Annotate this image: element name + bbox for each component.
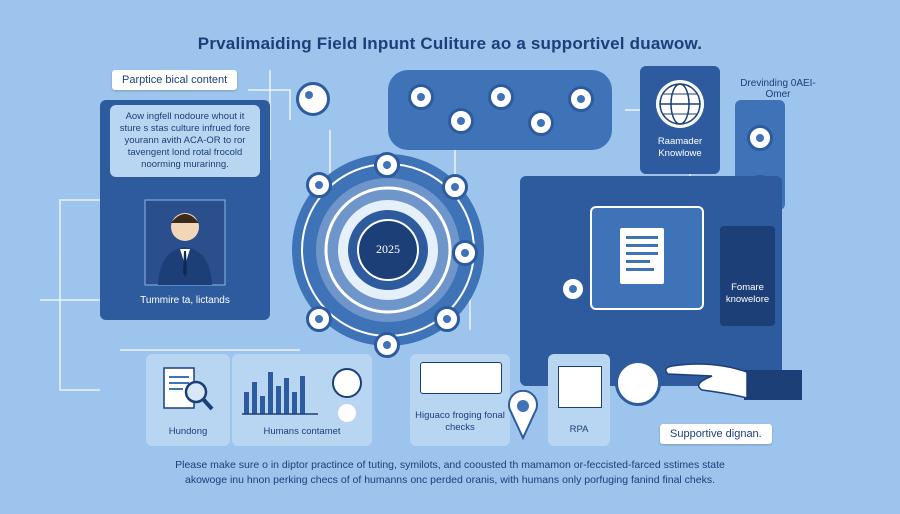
globe-icon bbox=[654, 78, 706, 130]
flow-node-5 bbox=[568, 86, 594, 112]
card-rpa-label: RPA bbox=[569, 424, 589, 435]
left-text-box: Aow ingfell nodoure whout it sture s sta… bbox=[110, 105, 260, 177]
footer-line-2: akowoge inu hnon perking checs of of hum… bbox=[185, 474, 715, 486]
card-final-checks-label: Higuaco froging fonal checks bbox=[415, 410, 505, 433]
location-pin-icon bbox=[508, 389, 538, 441]
signal-node-icon bbox=[615, 360, 661, 406]
support-tag: Supportive dignan. bbox=[660, 424, 772, 444]
gear-node-icon bbox=[296, 82, 330, 116]
user-avatar-icon bbox=[332, 368, 362, 398]
card-final-checks: Higuaco froging fonal checks bbox=[410, 354, 510, 446]
wifi-icon bbox=[338, 404, 356, 422]
cycle-node-lower-right bbox=[434, 306, 460, 332]
left-panel-caption: Tummire ta, lictands bbox=[140, 295, 230, 306]
cycle-node-upper-right bbox=[442, 174, 468, 200]
bar-chart-icon bbox=[240, 362, 320, 418]
doc-caption-card: Fomare knowelore bbox=[720, 226, 775, 326]
cycle-node-upper-left bbox=[306, 172, 332, 198]
page-title: Prvalimaiding Field Inpunt Culiture ао a… bbox=[197, 34, 703, 53]
footer-text: Please make sure o in diptor practince o… bbox=[0, 458, 900, 488]
card-hundong-label: Hundong bbox=[168, 426, 208, 437]
center-year: 2025 bbox=[376, 242, 400, 256]
card-humans-contamet: Humans contamet bbox=[232, 354, 372, 446]
center-radial: 2025 bbox=[288, 150, 488, 350]
cycle-node-lower-left bbox=[306, 306, 332, 332]
right-large-panel: Fomare knowelore bbox=[520, 176, 782, 386]
rpa-chart-icon bbox=[558, 366, 602, 408]
document-frame bbox=[590, 206, 704, 310]
doc-caption: Fomare knowelore bbox=[725, 282, 770, 305]
flow-node-4 bbox=[528, 110, 554, 136]
globe-caption: Raamader Knowlowe bbox=[657, 136, 703, 159]
content-tag: Parptice bical content bbox=[112, 70, 238, 90]
globe-card: Raamader Knowlowe bbox=[640, 66, 720, 174]
right-panel-node bbox=[560, 276, 586, 302]
right-icon-node-1 bbox=[747, 125, 773, 151]
checklist-icon bbox=[420, 362, 502, 394]
flow-node-3 bbox=[488, 84, 514, 110]
left-panel: Aow ingfell nodoure whout it sture s sta… bbox=[100, 100, 270, 320]
footer-line-1: Please make sure o in diptor practince o… bbox=[175, 459, 725, 471]
cycle-node-top bbox=[374, 152, 400, 178]
left-panel-body: Aow ingfell nodoure whout it sture s sta… bbox=[119, 111, 251, 170]
card-hundong: Hundong bbox=[146, 354, 230, 446]
card-rpa: RPA bbox=[548, 354, 610, 446]
card-humans-label: Humans contamet bbox=[263, 426, 341, 437]
hand-icon bbox=[652, 350, 802, 410]
person-icon bbox=[140, 195, 230, 290]
flow-node-1 bbox=[408, 84, 434, 110]
cycle-node-bottom bbox=[374, 332, 400, 358]
cycle-node-right bbox=[452, 240, 478, 266]
document-icon bbox=[620, 228, 664, 284]
magnifier-document-icon bbox=[160, 364, 216, 414]
right-top-label: Drevinding 0AEI-Omer bbox=[740, 78, 816, 100]
top-flow-panel bbox=[388, 70, 612, 150]
flow-node-2 bbox=[448, 108, 474, 134]
